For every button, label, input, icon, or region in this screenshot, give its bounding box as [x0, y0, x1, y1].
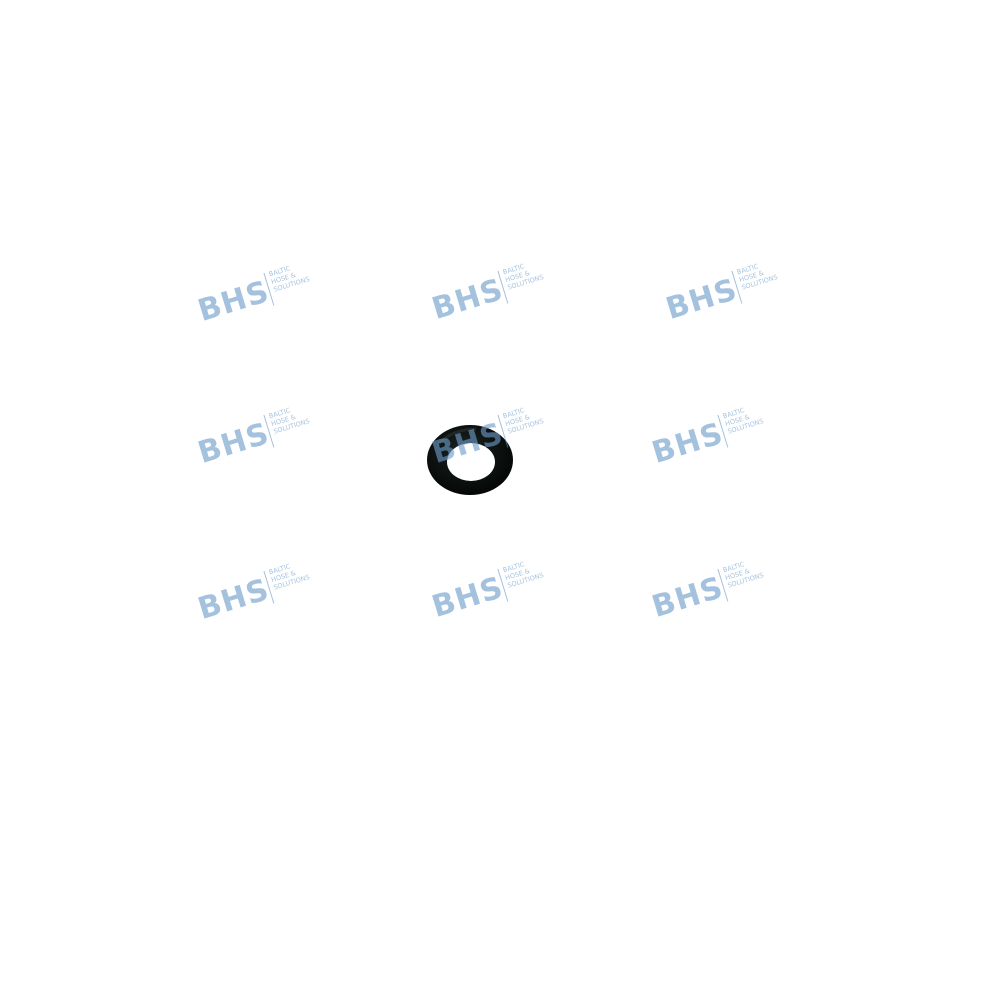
watermark-brand: BHS — [193, 572, 274, 627]
watermark-brand: BHS — [193, 274, 274, 329]
watermark-brand: BHS — [661, 272, 742, 327]
watermark-brand: BHS — [193, 416, 274, 471]
watermark-brand: BHS — [647, 570, 728, 625]
watermark-brand: BHS — [647, 416, 728, 471]
watermark-brand: BHS — [427, 272, 508, 327]
watermark-brand: BHS — [427, 570, 508, 625]
o-ring-icon — [427, 425, 513, 495]
